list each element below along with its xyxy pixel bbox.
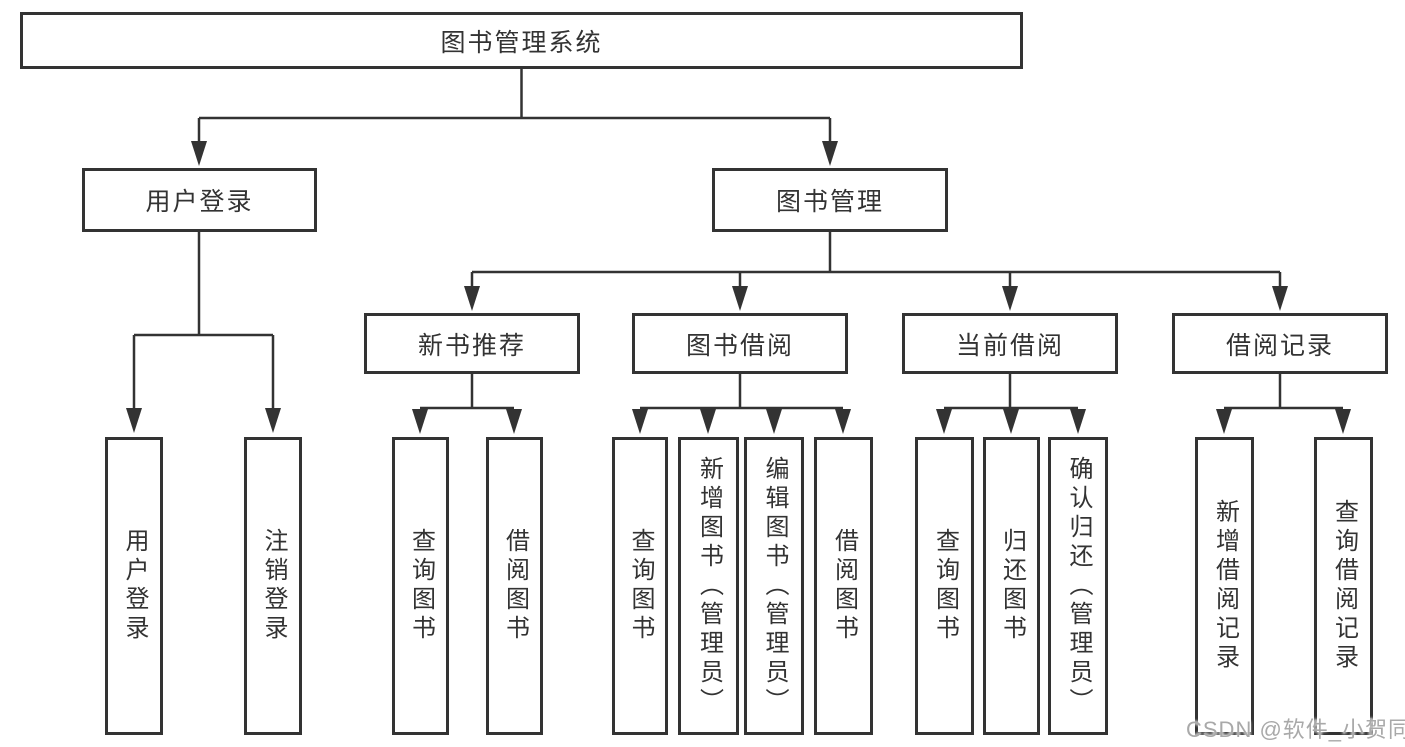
connector-borrowrecord-to-leaves: [1216, 374, 1351, 434]
leaf-borrow-book-recommend: 借阅图书: [486, 437, 543, 735]
csdn-watermark: CSDN @软件_小贺同学: [1186, 717, 1405, 742]
leaf-query-borrow-record: 查询借阅记录: [1314, 437, 1373, 735]
leaf-query-book-recommend: 查询图书: [392, 437, 449, 735]
connector-bookmgmt-to-level3: [464, 232, 1288, 311]
leaf-logout: 注销登录: [244, 437, 302, 735]
leaf-confirm-return-admin: 确认归还（管理员）: [1048, 437, 1108, 735]
node-borrow-record: 借阅记录: [1172, 313, 1388, 374]
node-root-system: 图书管理系统: [20, 12, 1023, 69]
leaf-edit-book-admin: 编辑图书（管理员）: [744, 437, 804, 735]
leaf-borrow-book: 借阅图书: [814, 437, 873, 735]
node-user-login: 用户登录: [82, 168, 317, 232]
leaf-return-book: 归还图书: [983, 437, 1040, 735]
connector-userlogin-to-leaves: [126, 232, 281, 433]
connector-root-to-level2: [191, 69, 838, 166]
node-book-management: 图书管理: [712, 168, 948, 232]
leaf-add-book-admin: 新增图书（管理员）: [678, 437, 739, 735]
node-new-book-recommend: 新书推荐: [364, 313, 580, 374]
node-current-borrow: 当前借阅: [902, 313, 1118, 374]
leaf-query-book-borrow: 查询图书: [612, 437, 668, 735]
connector-newbookrec-to-leaves: [412, 374, 522, 434]
node-book-borrow: 图书借阅: [632, 313, 848, 374]
connector-bookborrow-to-leaves: [632, 374, 851, 434]
leaf-query-book-current: 查询图书: [915, 437, 974, 735]
connector-currentborrow-to-leaves: [936, 374, 1086, 434]
leaf-user-login: 用户登录: [105, 437, 163, 735]
leaf-add-borrow-record: 新增借阅记录: [1195, 437, 1254, 735]
